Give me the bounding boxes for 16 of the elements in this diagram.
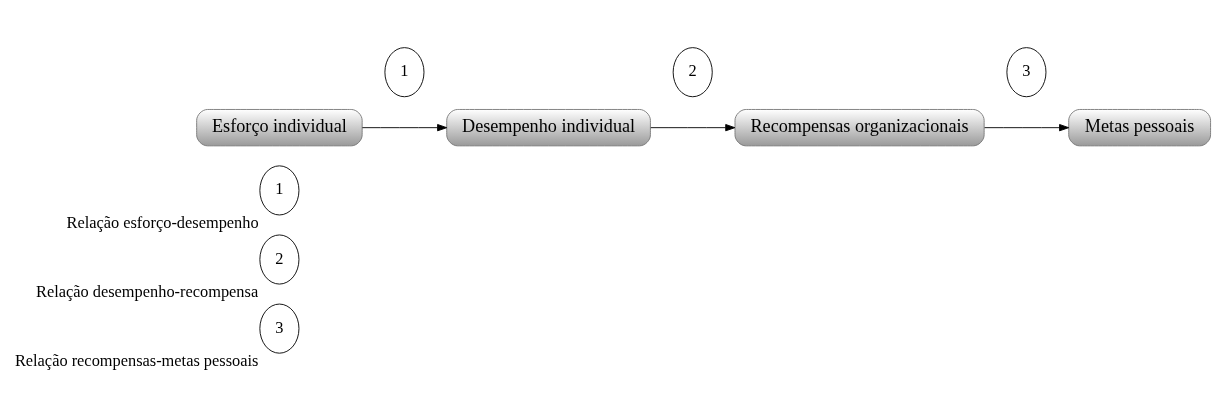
- node-ellipse: 2: [259, 234, 300, 285]
- node-ellipse: 2: [672, 47, 713, 98]
- node-label: Relação esforço-desempenho: [66, 213, 259, 233]
- arrow: [361, 124, 448, 132]
- node-box: Esforço individual: [196, 109, 363, 147]
- node-label: Relação recompensas-metas pessoais: [14, 351, 259, 371]
- node-box: Desempenho individual: [446, 109, 651, 147]
- node-ellipse: 3: [1006, 47, 1047, 98]
- node-box: Metas pessoais: [1068, 109, 1212, 147]
- node-ellipse: 1: [259, 165, 300, 216]
- node-ellipse: 3: [259, 303, 300, 354]
- arrow: [984, 124, 1070, 132]
- node-box: Recompensas organizacionais: [734, 109, 985, 147]
- arrow: [650, 124, 736, 132]
- node-ellipse: 1: [384, 47, 425, 98]
- node-label: Relação desempenho-recompensa: [36, 282, 259, 302]
